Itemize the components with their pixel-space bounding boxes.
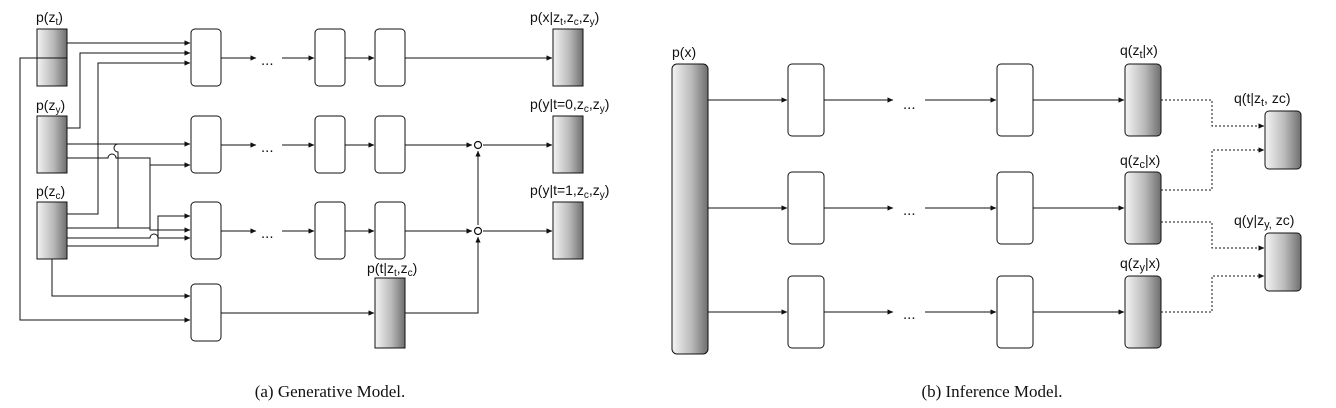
gen-hidden-y1-3 (374, 201, 406, 260)
inf-hidden-y-1 (787, 275, 825, 349)
gen-hidden-y1-1 (190, 201, 222, 260)
inference-caption: (b) Inference Model. (921, 382, 1062, 401)
gen-hidden-x-2 (314, 28, 346, 87)
generative-model-panel: p(zt) p(zy) p(zc) p(x|zt,zc,zy) p(y|t=0,… (19, 9, 609, 401)
qzt-label: q(zt|x) (1120, 42, 1158, 61)
gen-ellipsis-y0: ... (261, 139, 274, 156)
inf-hidden-y-2 (996, 275, 1034, 349)
pzc-label: p(zc) (36, 183, 65, 202)
inference-model-panel: p(x) q(zt|x) q(zc|x) q(zy|x) q(t|zt, zc)… (671, 42, 1302, 401)
qzc-block (1124, 171, 1162, 245)
pzc-block (36, 201, 68, 260)
py0-output-block (552, 115, 584, 174)
gen-ellipsis-x: ... (261, 52, 274, 69)
inf-hidden-c-2 (996, 171, 1034, 245)
px-input-label: p(x) (672, 44, 696, 60)
qy-block (1264, 232, 1302, 292)
pzt-label: p(zt) (36, 9, 63, 28)
generative-caption: (a) Generative Model. (255, 382, 406, 401)
gen-hidden-y1-2 (314, 201, 346, 260)
qy-label: q(y|zy, zc) (1234, 212, 1294, 231)
pzy-label: p(zy) (36, 97, 65, 116)
qzt-block (1124, 63, 1162, 137)
py0-output-label: p(y|t=0,zc,zy) (530, 96, 609, 115)
inf-ellipsis-y: ... (903, 306, 916, 323)
inf-ellipsis-t: ... (903, 96, 916, 113)
qt-block (1264, 110, 1302, 170)
gen-hidden-x-3 (374, 28, 406, 87)
pzy-block (36, 115, 68, 174)
px-input-block (671, 63, 709, 355)
gen-hidden-t-1 (190, 283, 222, 342)
inf-ellipsis-c: ... (903, 202, 916, 219)
qzy-block (1124, 275, 1162, 349)
gen-hidden-y0-1 (190, 115, 222, 174)
py1-output-label: p(y|t=1,zc,zy) (530, 182, 609, 201)
qt-label: q(t|zt, zc) (1234, 90, 1291, 109)
gen-ellipsis-y1: ... (261, 225, 274, 242)
gen-switch-node-y1 (473, 226, 483, 236)
inf-hidden-t-2 (996, 63, 1034, 137)
px-output-label: p(x|zt,zc,zy) (530, 9, 599, 28)
gen-hidden-x-1 (190, 28, 222, 87)
inf-hidden-c-1 (787, 171, 825, 245)
qzy-label: q(zy|x) (1120, 255, 1160, 274)
pt-output-block (374, 277, 406, 349)
qzc-label: q(zc|x) (1120, 152, 1160, 171)
py1-output-block (552, 201, 584, 260)
generative-wires (19, 40, 553, 323)
gen-switch-node-y0 (473, 140, 483, 150)
gen-hidden-y0-3 (374, 115, 406, 174)
gen-hidden-y0-2 (314, 115, 346, 174)
inf-hidden-t-1 (787, 63, 825, 137)
px-output-block (552, 28, 584, 87)
inference-wires (708, 97, 1265, 315)
pt-output-label: p(t|zt,zc) (367, 260, 417, 279)
